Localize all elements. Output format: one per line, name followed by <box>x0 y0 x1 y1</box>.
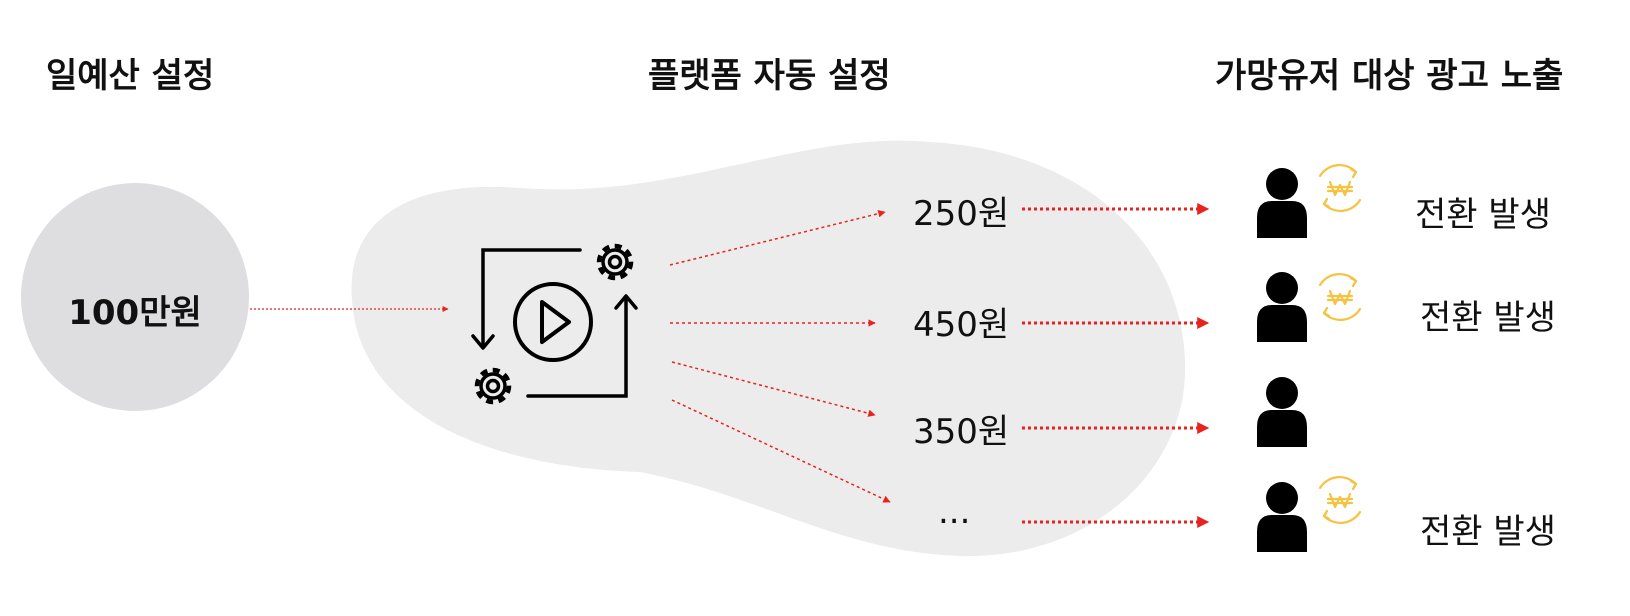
conversion-label: 전환 발생 <box>1415 195 1551 235</box>
user-icon <box>1257 377 1307 447</box>
user-icon <box>1257 272 1307 342</box>
play-cycle-gears-icon <box>471 246 638 402</box>
budget-circle <box>21 183 249 411</box>
conversion-label: 전환 발생 <box>1420 512 1556 552</box>
bid-amount: 250원 <box>913 194 1010 234</box>
bid-amount: 450원 <box>913 305 1010 345</box>
fan-arrow-3 <box>671 361 876 417</box>
conversion-label: 전환 발생 <box>1420 298 1556 338</box>
won-cycle-icon <box>1318 475 1362 525</box>
won-cycle-icon <box>1318 163 1362 213</box>
won-cycle-icon <box>1318 272 1362 322</box>
bid-amount: ... <box>938 492 971 532</box>
fan-arrow-4 <box>671 399 891 503</box>
exposure-heading: 가망유저 대상 광고 노출 <box>1215 56 1564 96</box>
user-icon <box>1257 482 1307 552</box>
budget-amount: 100만원 <box>68 293 202 333</box>
budget-heading: 일예산 설정 <box>46 56 215 96</box>
bid-amount: 350원 <box>913 412 1010 452</box>
platform-heading: 플랫폼 자동 설정 <box>648 56 891 96</box>
fan-arrow-1 <box>669 209 886 266</box>
platform-area-blob <box>351 140 1186 557</box>
user-icon <box>1257 168 1307 238</box>
